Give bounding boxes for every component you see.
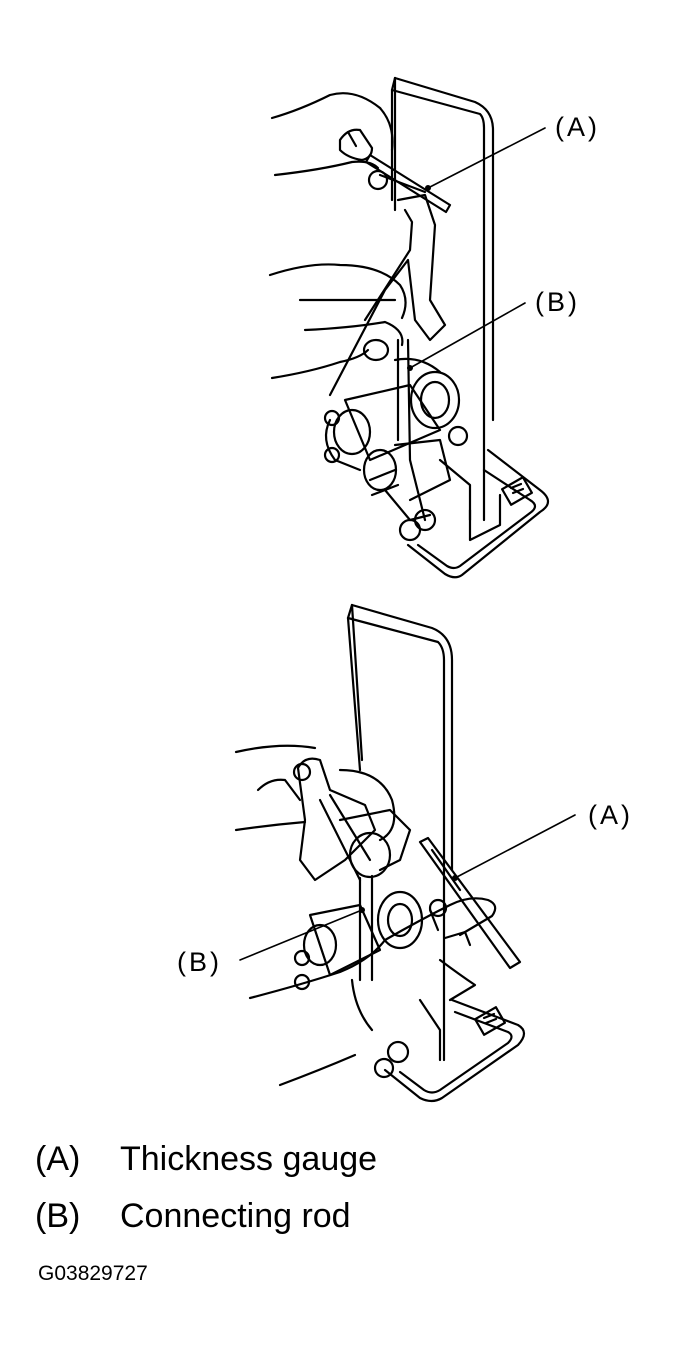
top-callout-b: (B) [535,287,580,317]
top-leader-lines [409,127,546,369]
bottom-fixture-plate [346,603,454,1062]
bottom-leader-lines [239,814,576,961]
illustration [234,76,576,1103]
bottom-base-plate [383,998,526,1103]
bottom-thickness-gauge [418,836,522,970]
top-lower-hand [268,263,407,380]
bottom-callout-a: (A) [588,800,633,830]
legend-text-b: Connecting rod [120,1197,351,1235]
top-assembly-illustration [268,76,550,579]
bottom-lower-hand [248,897,497,1087]
legend-item-b: (B) Connecting rod [35,1197,351,1236]
bottom-upper-hand [234,744,396,842]
top-crank-body [323,370,472,542]
legend-key-a: (A) [35,1140,81,1178]
legend-key-b: (B) [35,1197,81,1235]
legend-item-a: (A) Thickness gauge [35,1140,377,1179]
bottom-callout-b: (B) [177,947,222,977]
bottom-assembly-illustration [234,603,576,1103]
top-thickness-gauge [364,153,452,214]
top-upper-hand [270,92,394,191]
top-callout-a: (A) [555,112,600,142]
top-fixture-plate [390,76,495,522]
top-connecting-rod [328,193,447,522]
bottom-connecting-rod [292,757,412,982]
top-base-plate [406,448,550,579]
legend-text-a: Thickness gauge [120,1140,378,1178]
figure-id: G03829727 [38,1262,148,1285]
